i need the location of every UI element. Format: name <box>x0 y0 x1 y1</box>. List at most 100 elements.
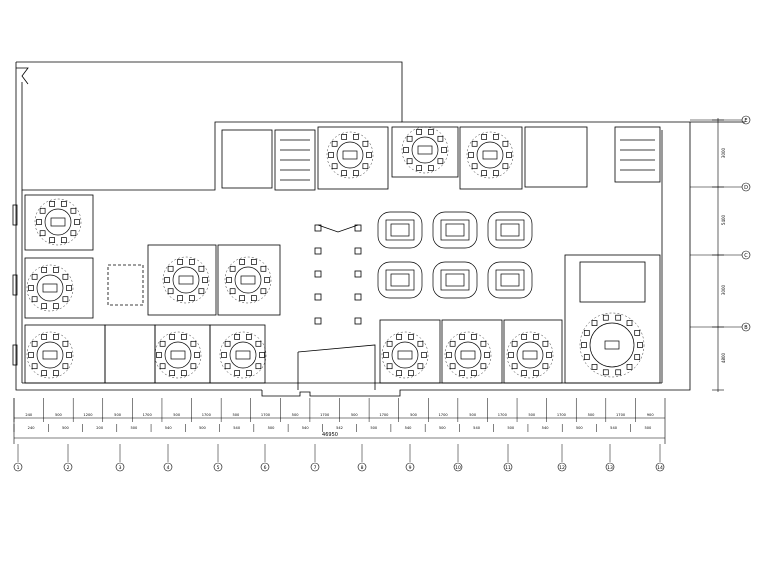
booth-table <box>432 261 478 299</box>
dimension-text: 500 <box>232 413 240 417</box>
booth-table <box>487 211 533 249</box>
dimension-text: 500 <box>469 413 477 417</box>
svg-text:11: 11 <box>505 465 511 471</box>
room-right-2 <box>441 319 503 384</box>
inner-top-wall <box>21 82 402 191</box>
room-top-2 <box>391 126 459 178</box>
dimension-text: 540 <box>165 426 173 430</box>
dimension-text: 500 <box>507 426 515 430</box>
dimension-text: 1700 <box>439 413 449 417</box>
window-left-1 <box>12 204 18 226</box>
grid-bubble: 5 <box>213 444 223 472</box>
room-right-3 <box>503 319 563 384</box>
round-table <box>444 331 492 379</box>
grid-bubble: 2 <box>63 444 73 472</box>
dimension-text: 500 <box>130 426 138 430</box>
dimension-text: 500 <box>351 413 359 417</box>
dimension-text: 3000 <box>721 284 726 295</box>
round-table <box>381 331 429 379</box>
dining-tables <box>26 126 645 379</box>
room-left-1 <box>24 194 94 251</box>
grid-bubble: D <box>741 182 751 192</box>
round-table <box>162 256 210 304</box>
overall-dimension: 46950 <box>322 432 338 438</box>
dimension-text: 900 <box>647 413 655 417</box>
dimension-text: 500 <box>588 413 596 417</box>
svg-text:3: 3 <box>119 465 122 471</box>
stair-top-left <box>274 129 316 191</box>
bottom-wall-mid <box>261 122 691 397</box>
room-top-3 <box>459 126 523 190</box>
room-center-1 <box>147 244 217 316</box>
grid-bubble: 8 <box>357 444 367 472</box>
entrance-ramp <box>297 344 376 390</box>
dimension-text: 500 <box>576 426 584 430</box>
round-table <box>34 198 82 246</box>
svg-text:5: 5 <box>217 465 220 471</box>
dimension-text: 540 <box>302 426 310 430</box>
room-top-1 <box>317 126 389 190</box>
dimension-text: 500 <box>644 426 652 430</box>
round-table <box>401 126 449 174</box>
dimension-text: 1700 <box>616 413 626 417</box>
round-table <box>466 131 514 179</box>
round-table <box>579 312 645 378</box>
round-table <box>506 331 554 379</box>
dimension-text: 542 <box>336 426 343 430</box>
grid-bubble: 1 <box>13 444 23 472</box>
column-row <box>314 224 362 325</box>
dimension-text: 1200 <box>83 413 93 417</box>
dimension-text: 540 <box>473 426 481 430</box>
dimension-text: 4800 <box>721 352 726 363</box>
grid-bubble: 7 <box>310 444 320 472</box>
svg-text:4: 4 <box>167 465 170 471</box>
dimension-text: 500 <box>199 426 207 430</box>
svg-text:7: 7 <box>314 465 317 471</box>
corridor-box <box>107 264 144 306</box>
dimension-text: 1700 <box>320 413 330 417</box>
window-left-2 <box>12 274 18 296</box>
svg-text:10: 10 <box>455 465 461 471</box>
dimension-text: 1700 <box>498 413 508 417</box>
grid-bubble: 11 <box>503 444 513 472</box>
dimension-text: 1700 <box>143 413 153 417</box>
room-center-2 <box>217 244 281 316</box>
dimension-text: 240 <box>25 413 33 417</box>
booth-table <box>487 261 533 299</box>
dimension-text: 540 <box>542 426 550 430</box>
dimension-text: 1700 <box>261 413 271 417</box>
dimension-text: 500 <box>55 413 63 417</box>
grid-bubble: 9 <box>405 444 415 472</box>
dimension-text: 3000 <box>721 147 726 158</box>
room-mid-3 <box>209 324 266 384</box>
grid-bubble: 14 <box>655 444 665 472</box>
dimension-text: 5400 <box>721 214 726 225</box>
grid-bubble: 10 <box>453 444 463 472</box>
dimension-text: 500 <box>62 426 70 430</box>
dimension-text: 500 <box>439 426 447 430</box>
round-table <box>219 331 267 379</box>
dimension-text: 500 <box>528 413 536 417</box>
dimension-text: 500 <box>410 413 418 417</box>
dimension-text: 500 <box>292 413 300 417</box>
round-table <box>326 131 374 179</box>
break-symbol <box>16 67 29 85</box>
outer-wall <box>16 61 745 123</box>
right-dimension-chain <box>690 118 742 392</box>
grid-bubble: B <box>741 322 751 332</box>
round-table <box>154 331 202 379</box>
kitchen-room <box>221 129 273 189</box>
grid-bubble: 4 <box>163 444 173 472</box>
svg-text:E: E <box>744 118 747 124</box>
svg-text:B: B <box>744 325 748 331</box>
round-table <box>224 256 272 304</box>
svg-text:8: 8 <box>361 465 364 471</box>
restroom <box>524 126 588 188</box>
dimension-text: 540 <box>610 426 618 430</box>
dimension-text: 1700 <box>557 413 567 417</box>
svg-text:1: 1 <box>17 465 20 471</box>
round-table <box>26 331 74 379</box>
dimension-text: 1700 <box>379 413 389 417</box>
